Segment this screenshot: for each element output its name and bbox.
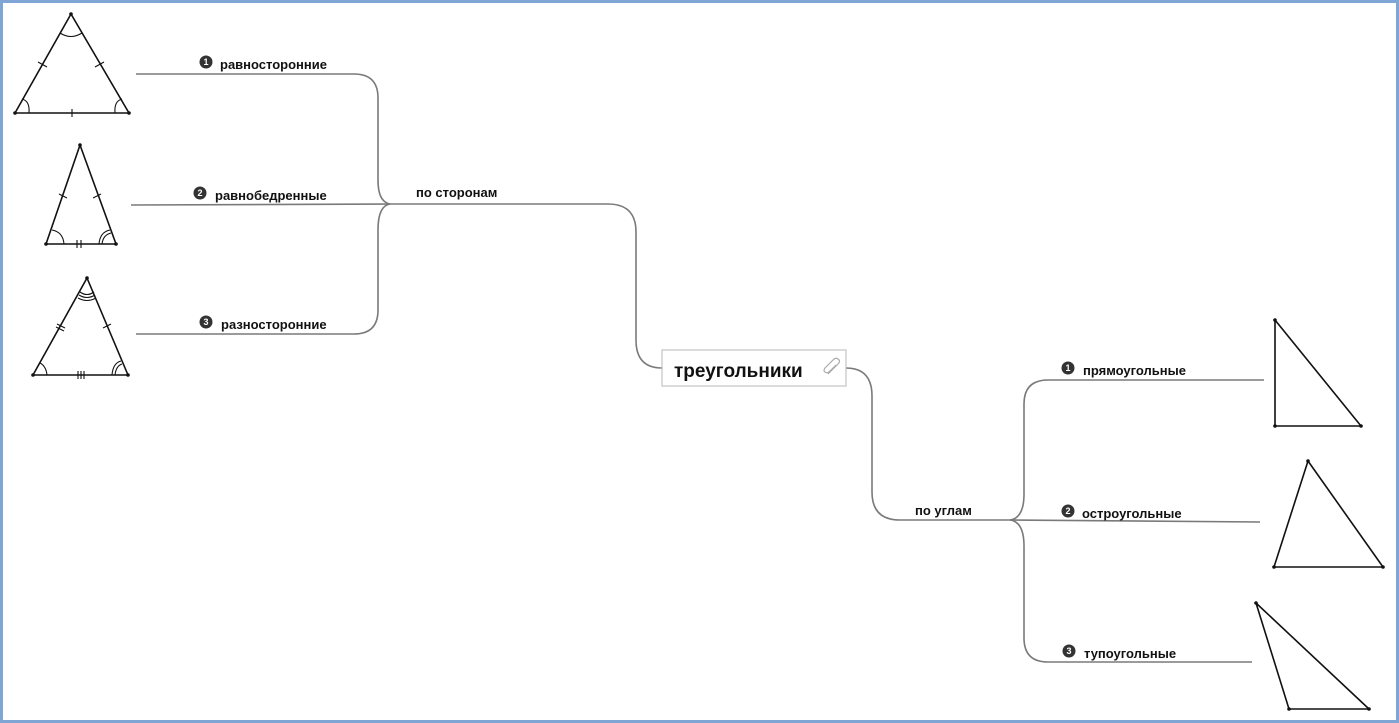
- isosceles-triangle-image: [44, 143, 118, 248]
- node-equilateral[interactable]: 1 равносторонние: [199, 55, 327, 73]
- paperclip-icon[interactable]: [823, 357, 841, 375]
- number-badge-text: 2: [197, 188, 202, 198]
- number-badge-text: 3: [203, 317, 208, 327]
- node-label: равнобедренные: [215, 188, 327, 203]
- equilateral-triangle-image: [13, 12, 131, 117]
- scalene-triangle-image: [31, 276, 130, 379]
- connector-angles-2: [1009, 519, 1261, 523]
- node-obtuse[interactable]: 3 тупоугольные: [1062, 644, 1177, 662]
- number-badge-text: 3: [1066, 646, 1071, 656]
- connector-root-angles: [845, 367, 1010, 521]
- root-node[interactable]: треугольники: [661, 349, 847, 387]
- root-node-label: треугольники: [674, 361, 803, 382]
- connector-sides-2: [130, 203, 391, 206]
- number-badge: [199, 315, 213, 329]
- connectors: [130, 73, 1264, 663]
- number-badge: [1061, 504, 1075, 518]
- acute-triangle-image: [1272, 459, 1385, 569]
- number-badge-text: 2: [1065, 506, 1070, 516]
- node-acute[interactable]: 2 остроугольные: [1061, 504, 1182, 522]
- node-label: равносторонние: [220, 57, 327, 72]
- number-badge: [193, 186, 207, 200]
- group-label-sides[interactable]: по сторонам: [416, 185, 497, 200]
- group-label-angles[interactable]: по углам: [915, 503, 972, 518]
- node-isosceles[interactable]: 2 равнобедренные: [193, 186, 327, 204]
- node-label: тупоугольные: [1084, 646, 1176, 661]
- connector-root-sides: [390, 203, 663, 369]
- number-badge-text: 1: [1065, 363, 1070, 373]
- number-badge-text: 1: [203, 57, 208, 67]
- node-label: прямоугольные: [1083, 363, 1186, 378]
- connector-angles-3: [1009, 519, 1252, 663]
- number-badge: [1062, 644, 1076, 658]
- node-label: разносторонние: [221, 317, 327, 332]
- node-right[interactable]: 1 прямоугольные: [1061, 361, 1186, 379]
- node-scalene[interactable]: 3 разносторонние: [199, 315, 327, 333]
- connector-sides-1: [136, 73, 391, 205]
- obtuse-triangle-image: [1254, 601, 1371, 711]
- root-node-box: [661, 349, 847, 387]
- right-triangle-image: [1273, 318, 1363, 428]
- number-badge: [1061, 361, 1075, 375]
- connector-sides-3: [136, 203, 391, 335]
- number-badge: [199, 55, 213, 69]
- connector-angles-1: [1009, 379, 1264, 521]
- node-label: остроугольные: [1082, 506, 1182, 521]
